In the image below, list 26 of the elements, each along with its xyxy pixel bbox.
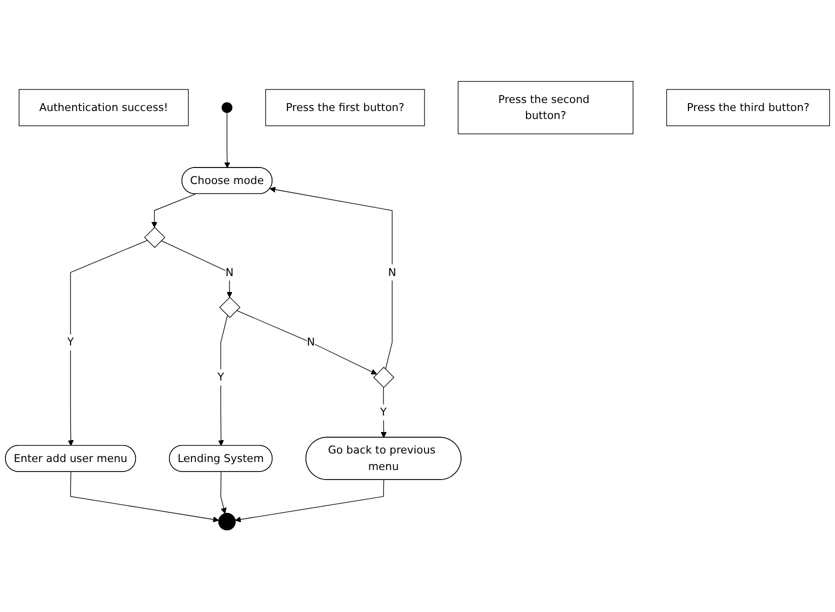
arrow: [224, 112, 230, 168]
node-box: Press the first button?: [265, 89, 425, 126]
edge-label: Y: [380, 406, 387, 419]
arrow: [160, 240, 232, 298]
node-box: Authentication success!: [18, 89, 189, 126]
arrow: [236, 310, 377, 375]
node-diamond: [144, 227, 166, 248]
arrow: [151, 194, 196, 228]
arrow: [218, 315, 228, 446]
node-circle: [222, 102, 232, 114]
arrow: [380, 387, 387, 438]
arrow: [235, 480, 384, 523]
node-box: Press the second button?: [458, 81, 634, 134]
node-box: Press the third button?: [666, 89, 830, 126]
edge-label: N: [388, 266, 396, 279]
edge-label: Y: [67, 336, 74, 349]
node-diamond: [373, 367, 394, 388]
edge-label: Y: [217, 370, 224, 384]
edge-label: N: [306, 336, 315, 349]
arrow: [70, 472, 219, 523]
arrow: [220, 472, 227, 514]
node-diamond: [219, 297, 240, 318]
node-circle: [218, 513, 236, 531]
edge-label: N: [225, 266, 234, 279]
arrow: [68, 240, 148, 446]
arrow: [270, 186, 393, 370]
